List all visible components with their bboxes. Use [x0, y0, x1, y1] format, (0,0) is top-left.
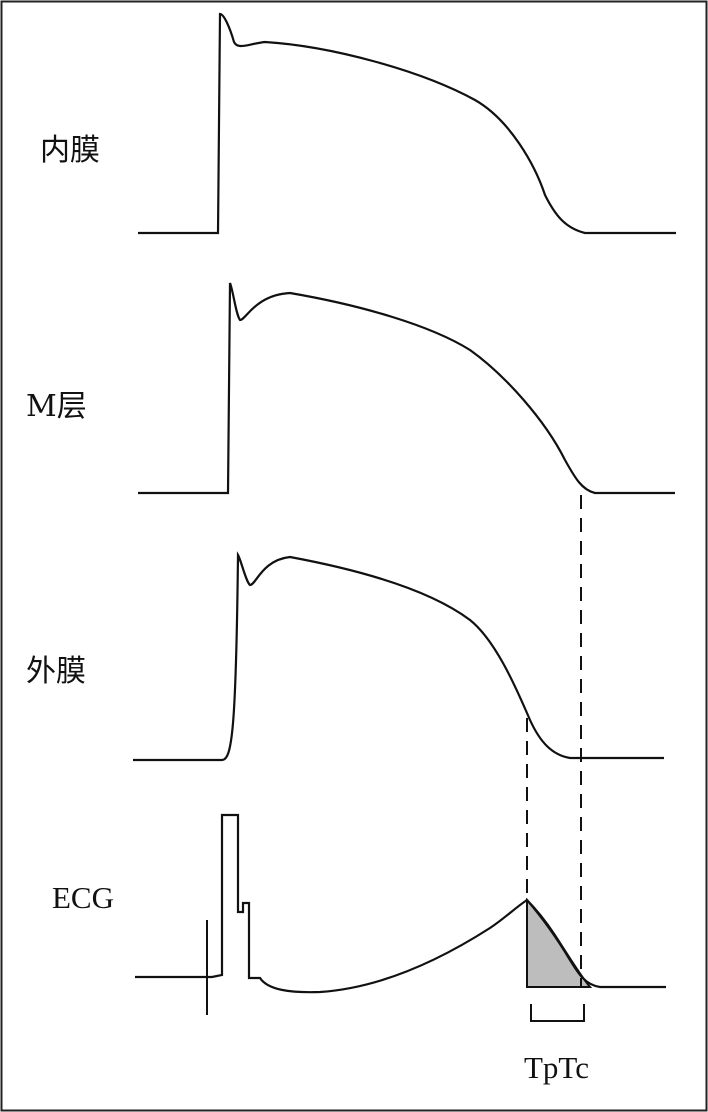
tptc-bracket: [530, 1004, 585, 1022]
ecg-trace: [135, 813, 666, 994]
label-epicardium: 外膜: [26, 654, 86, 689]
m-layer-trace: [138, 282, 675, 495]
epicardium-trace: [133, 551, 664, 762]
label-m-layer: M层: [26, 389, 87, 424]
label-ecg: ECG: [52, 880, 114, 915]
label-endocardium: 内膜: [40, 133, 100, 168]
endocardium-trace: [138, 12, 676, 235]
label-tptc: TpTc: [524, 1050, 589, 1085]
